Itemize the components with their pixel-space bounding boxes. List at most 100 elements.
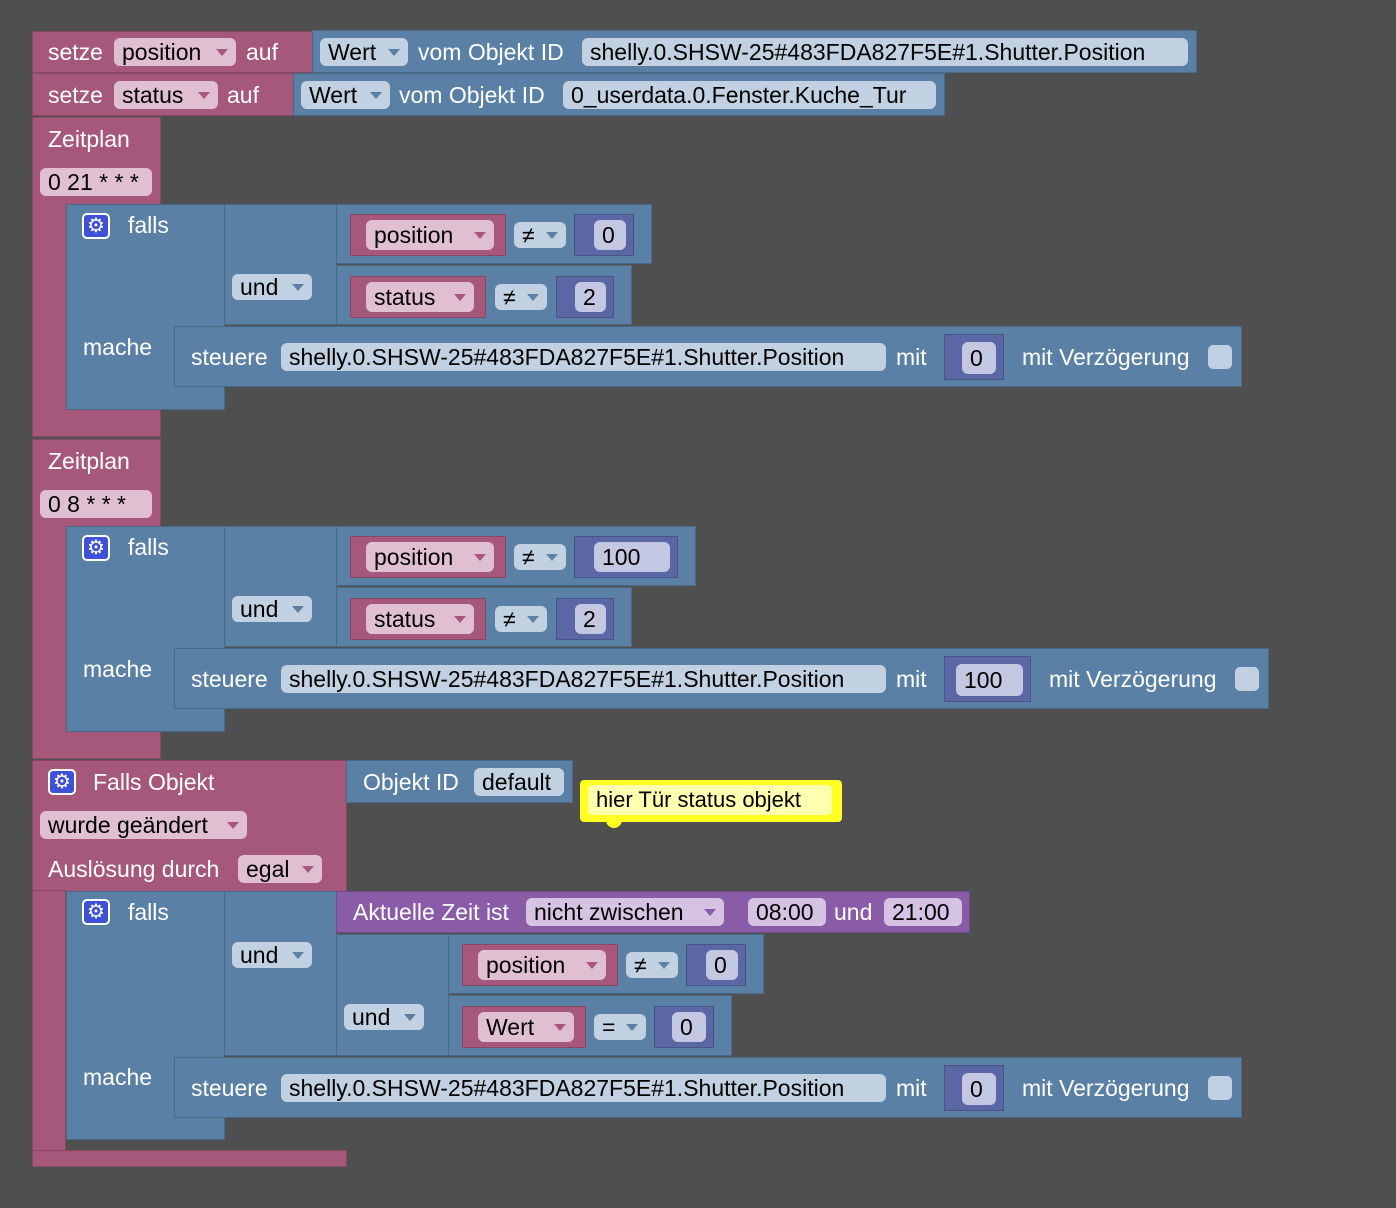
number-field[interactable]: 2 <box>575 282 606 312</box>
operator-dropdown[interactable]: ≠ <box>626 952 678 978</box>
logic-operator-dropdown[interactable]: und <box>232 942 312 968</box>
field-value: 0_userdata.0.Fenster.Kuche_Tur <box>571 81 907 108</box>
settings-gear-icon[interactable]: ⚙ <box>82 899 110 925</box>
operator-dropdown[interactable]: ≠ <box>514 222 566 248</box>
operator-dropdown[interactable]: ≠ <box>514 544 566 570</box>
time-mode-dropdown[interactable]: nicht zwischen <box>526 898 724 926</box>
chevron-down-icon <box>474 231 486 239</box>
logic-operator-dropdown[interactable]: und <box>344 1004 424 1030</box>
variable-dropdown[interactable]: position <box>366 220 494 250</box>
chevron-down-icon <box>546 553 558 561</box>
field-value: egal <box>246 855 290 882</box>
number-field[interactable]: 0 <box>706 950 738 980</box>
trigger-source-dropdown[interactable]: egal <box>238 855 322 883</box>
number-field[interactable]: 0 <box>672 1012 706 1042</box>
chevron-down-icon <box>586 961 598 969</box>
object-id-field[interactable]: shelly.0.SHSW-25#483FDA827F5E#1.Shutter.… <box>281 343 886 371</box>
and-block[interactable] <box>224 526 337 647</box>
field-value: shelly.0.SHSW-25#483FDA827F5E#1.Shutter.… <box>289 1074 845 1101</box>
and-block[interactable] <box>224 891 337 1056</box>
field-value: 21:00 <box>892 898 950 925</box>
trigger-title: Falls Objekt <box>93 769 215 795</box>
and-block[interactable] <box>336 934 449 1056</box>
number-field[interactable]: 0 <box>962 1073 996 1105</box>
and-block[interactable] <box>224 204 337 325</box>
operator-dropdown[interactable]: ≠ <box>495 606 547 632</box>
variable-dropdown[interactable]: position <box>478 950 606 980</box>
chevron-down-icon <box>704 908 716 916</box>
variable-dropdown[interactable]: position <box>114 38 236 66</box>
delay-checkbox[interactable] <box>1235 667 1259 691</box>
field-value: 0 <box>714 951 727 978</box>
mit-label: mit <box>896 666 927 692</box>
if-block[interactable] <box>66 891 225 1140</box>
chevron-down-icon <box>404 1013 416 1021</box>
und-label: und <box>834 899 873 925</box>
cron-field[interactable]: 0 21 * * * <box>40 168 152 196</box>
comment-tail <box>606 816 622 828</box>
variable-dropdown[interactable]: status <box>366 604 474 634</box>
chevron-down-icon <box>454 293 466 301</box>
variable-dropdown[interactable]: status <box>114 81 218 109</box>
delay-checkbox[interactable] <box>1208 1076 1232 1100</box>
object-id-field[interactable]: shelly.0.SHSW-25#483FDA827F5E#1.Shutter.… <box>281 665 886 693</box>
setze-label: setze <box>48 82 103 108</box>
settings-gear-icon[interactable]: ⚙ <box>82 213 110 239</box>
field-value: Wert <box>486 1013 535 1040</box>
object-id-field[interactable]: default <box>474 768 564 796</box>
field-value: 100 <box>602 543 641 570</box>
field-value: Wert <box>309 81 358 108</box>
number-field[interactable]: 0 <box>594 220 626 250</box>
trigger-mode-dropdown[interactable]: wurde geändert <box>40 811 247 839</box>
trigger-rail <box>32 890 66 1166</box>
logic-operator-dropdown[interactable]: und <box>232 274 312 300</box>
mache-label: mache <box>83 1064 153 1090</box>
cron-field[interactable]: 0 8 * * * <box>40 490 152 518</box>
time-from-field[interactable]: 08:00 <box>748 898 826 926</box>
field-value: und <box>240 595 279 622</box>
delay-label: mit Verzögerung <box>1049 666 1217 692</box>
delay-checkbox[interactable] <box>1208 345 1232 369</box>
field-value: 0 21 * * * <box>48 168 139 195</box>
number-field[interactable]: 2 <box>575 604 606 634</box>
variable-dropdown[interactable]: status <box>366 282 474 312</box>
object-id-field[interactable]: shelly.0.SHSW-25#483FDA827F5E#1.Shutter.… <box>281 1074 886 1102</box>
field-value: = <box>602 1013 616 1040</box>
logic-operator-dropdown[interactable]: und <box>232 596 312 622</box>
field-value: position <box>122 38 202 65</box>
object-id-field[interactable]: shelly.0.SHSW-25#483FDA827F5E#1.Shutter.… <box>582 38 1188 66</box>
comment-text[interactable]: hier Tür status objekt <box>588 785 832 815</box>
field-value: 0 <box>680 1013 693 1040</box>
field-value: 2 <box>583 283 596 310</box>
operator-dropdown[interactable]: ≠ <box>495 284 547 310</box>
operator-dropdown[interactable]: = <box>594 1014 646 1040</box>
time-label: Aktuelle Zeit ist <box>353 899 509 925</box>
field-value: 0 8 * * * <box>48 490 126 517</box>
comment-bubble[interactable]: hier Tür status objekt <box>580 780 842 828</box>
field-value: und <box>240 941 279 968</box>
chevron-down-icon <box>658 961 670 969</box>
variable-dropdown[interactable]: position <box>366 542 494 572</box>
attribute-dropdown[interactable]: Wert <box>301 81 390 109</box>
number-field[interactable]: 0 <box>962 342 996 374</box>
variable-dropdown[interactable]: Wert <box>478 1012 574 1042</box>
schedule-title: Zeitplan <box>48 126 130 152</box>
object-id-field[interactable]: 0_userdata.0.Fenster.Kuche_Tur <box>563 81 936 109</box>
chevron-down-icon <box>198 91 210 99</box>
chevron-down-icon <box>474 553 486 561</box>
settings-gear-icon[interactable]: ⚙ <box>82 535 110 561</box>
chevron-down-icon <box>527 293 539 301</box>
settings-gear-icon[interactable]: ⚙ <box>48 769 76 795</box>
chevron-down-icon <box>626 1023 638 1031</box>
time-to-field[interactable]: 21:00 <box>884 898 962 926</box>
falls-label: falls <box>128 534 169 560</box>
steuere-label: steuere <box>191 1075 268 1101</box>
field-value: 0 <box>970 344 983 371</box>
number-field[interactable]: 100 <box>594 542 670 572</box>
number-field[interactable]: 100 <box>956 664 1023 696</box>
attribute-dropdown[interactable]: Wert <box>320 38 408 66</box>
field-value: ≠ <box>634 951 647 978</box>
chevron-down-icon <box>292 951 304 959</box>
chevron-down-icon <box>527 615 539 623</box>
field-value: position <box>486 951 566 978</box>
